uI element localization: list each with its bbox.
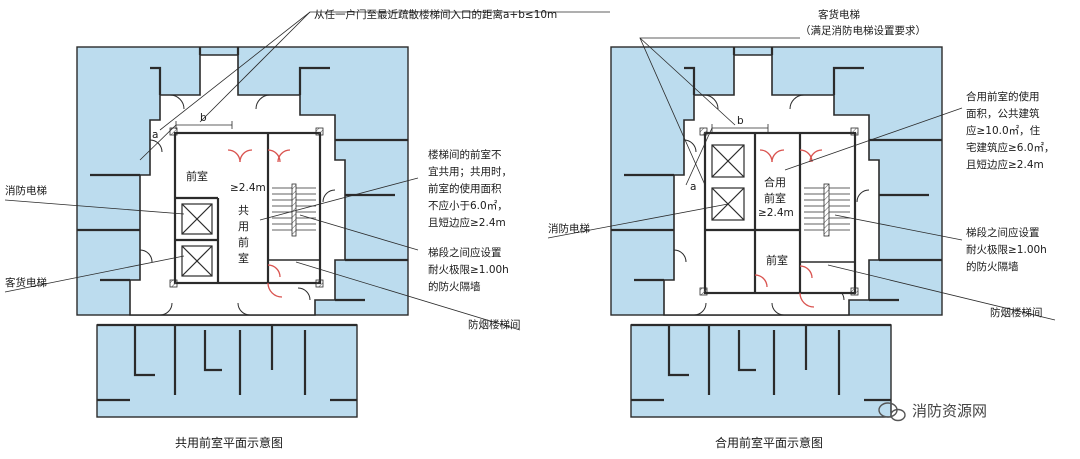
left-note-front-room-line: 楼梯间的前室不: [428, 148, 502, 161]
left-freight-elevator-shaft: [181, 245, 213, 277]
right-label-fire-elevator: 消防电梯: [548, 222, 590, 235]
left-apartment-doors: [139, 94, 336, 316]
left-note-fire-wall: 梯段之间应设置 耐火极限≥1.00h 的防火隔墙: [428, 246, 509, 293]
left-label-freight-elevator: 客货电梯: [5, 276, 47, 289]
right-stair-fire-wall: [823, 183, 830, 237]
left-note-fire-wall-line: 梯段之间应设置: [428, 246, 502, 259]
left-label-smoke-stair: 防烟楼梯间: [468, 318, 521, 331]
left-plan: a b ≥2.4m 前室 共 用 前 室 从任一户门至最近疏散楼梯间入口的距离a…: [4, 8, 610, 450]
left-note-front-room-line: 前室的使用面积: [428, 182, 502, 195]
right-room-front: 前室: [766, 253, 788, 267]
left-room-front: 前室: [186, 169, 208, 183]
left-stair-steps: [272, 187, 316, 231]
left-fire-doors: [227, 149, 291, 298]
left-label-fire-elevator: 消防电梯: [5, 184, 47, 197]
left-room-shared-2: 用: [238, 220, 249, 233]
right-dimension-ab: [685, 124, 769, 186]
right-caption: 合用前室平面示意图: [715, 435, 823, 450]
right-note-fire-wall-line: 梯段之间应设置: [966, 226, 1040, 239]
right-room-combined-1: 合用: [764, 175, 786, 189]
left-dim-a: a: [152, 129, 158, 141]
left-stair-fire-wall: [291, 183, 297, 237]
right-plan: a b ≥2.4m 合用 前室 前室 客货电梯 （满足消防电梯设置要求） 消防电…: [547, 8, 1056, 450]
left-room-shared-3: 前: [238, 235, 249, 249]
wechat-icon: [878, 402, 906, 422]
left-note-front-room-line: 且短边应≥2.4m: [428, 216, 506, 229]
right-stair-steps: [804, 187, 850, 231]
left-columns: [169, 127, 324, 288]
left-fire-elevator-shaft: [181, 203, 213, 235]
left-dimension-ab: [139, 121, 233, 161]
right-note-combined-front-line: 且短边应≥2.4m: [966, 158, 1044, 171]
right-note-fire-wall-line: 的防火隔墙: [966, 260, 1019, 273]
left-note-front-room-line: 宜共用；共用时，: [428, 165, 512, 178]
watermark: 消防资源网: [878, 402, 987, 422]
left-top-note: 从任一户门至最近疏散楼梯间入口的距离a+b≤10m: [314, 8, 557, 21]
left-partitions: [77, 47, 408, 402]
right-dim-b: b: [737, 115, 744, 127]
right-label-freight-note: （满足消防电梯设置要求）: [800, 24, 926, 37]
left-room-shared-4: 室: [238, 251, 249, 265]
right-partitions: [611, 47, 942, 402]
left-note-fire-wall-line: 的防火隔墙: [428, 280, 481, 293]
right-note-combined-front-line: 合用前室的使用: [966, 90, 1040, 103]
right-label-smoke-stair: 防烟楼梯间: [990, 306, 1043, 319]
right-note-combined-front: 合用前室的使用 面积，公共建筑 应≥10.0㎡，住 宅建筑应≥6.0㎡， 且短边…: [966, 90, 1055, 171]
right-note-fire-wall: 梯段之间应设置 耐火极限≥1.00h 的防火隔墙: [966, 226, 1047, 273]
left-caption: 共用前室平面示意图: [175, 435, 283, 450]
right-dim-24: ≥2.4m: [758, 207, 794, 219]
right-note-combined-front-line: 宅建筑应≥6.0㎡，: [966, 141, 1055, 154]
right-columns: [699, 127, 859, 296]
right-dim-a: a: [690, 181, 696, 193]
left-note-fire-wall-line: 耐火极限≥1.00h: [428, 263, 509, 276]
left-room-shared-1: 共: [238, 204, 249, 217]
left-dim-24: ≥2.4m: [230, 182, 266, 194]
left-note-front-room-line: 不应小于6.0㎡，: [428, 199, 508, 212]
left-note-front-room: 楼梯间的前室不 宜共用；共用时， 前室的使用面积 不应小于6.0㎡， 且短边应≥…: [428, 148, 512, 229]
right-note-fire-wall-line: 耐火极限≥1.00h: [966, 243, 1047, 256]
right-room-combined-2: 前室: [764, 191, 786, 205]
right-freight-elevator-shaft: [711, 144, 745, 178]
right-leader-lines: [547, 37, 1056, 321]
watermark-text: 消防资源网: [912, 402, 987, 420]
right-label-freight-elevator: 客货电梯: [818, 8, 860, 21]
right-note-combined-front-line: 面积，公共建筑: [966, 107, 1040, 120]
left-leader-lines: [4, 11, 610, 331]
right-note-combined-front-line: 应≥10.0㎡，住: [966, 124, 1041, 137]
